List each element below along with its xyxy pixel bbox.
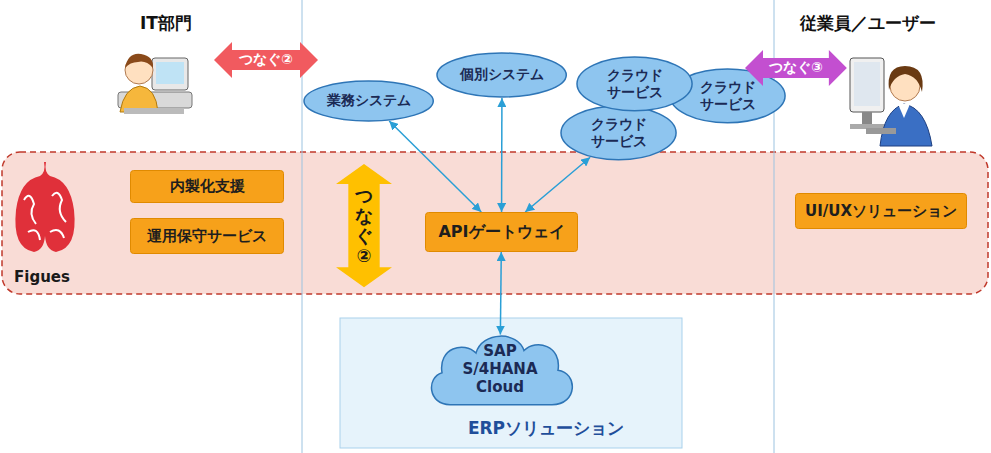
- connector-arrow: [389, 121, 481, 212]
- figues-band: Figues 内製化支援運用保守サービス つなぐ② APIゲートウェイ UI/UXソリュ…: [2, 152, 988, 294]
- api-gateway-box: APIゲートウェイ: [425, 212, 578, 252]
- connect-arrow-vertical: つなぐ②: [336, 164, 392, 287]
- erp-fill: [340, 318, 682, 448]
- node-text: 運用保守サービス: [147, 227, 267, 246]
- connector-arrow: [500, 252, 502, 335]
- node-text: UI/UXソリューション: [805, 202, 957, 221]
- user-label: 従業員／ユーザー: [800, 12, 936, 35]
- node-text: つなぐ③: [769, 59, 823, 77]
- node-text: Figues: [14, 268, 70, 286]
- cloud-service-ellipse: クラウド サービス: [576, 56, 693, 112]
- user-person-icon: [850, 58, 932, 146]
- service-box: 運用保守サービス: [130, 218, 284, 254]
- figues-logo: [15, 162, 74, 252]
- region-fills: [2, 152, 988, 448]
- node-text: 個別システム: [460, 66, 544, 84]
- node-text: ERPソリューション: [410, 417, 682, 440]
- erp-region: ERPソリューション SAP S/4HANA Cloud: [340, 318, 682, 448]
- node-text: つなぐ②: [239, 51, 293, 69]
- connector-arrow: [501, 98, 503, 212]
- service-box: 内製化支援: [130, 170, 284, 203]
- node-text: つなぐ②: [355, 186, 373, 265]
- node-text: クラウド サービス: [582, 116, 656, 150]
- node-text: クラウド サービス: [691, 79, 765, 113]
- connector-arrow: [525, 157, 590, 212]
- sap-cloud: SAP S/4HANA Cloud: [420, 326, 580, 412]
- connect-arrow: つなぐ②: [214, 42, 318, 78]
- solution-box: UI/UXソリューション: [795, 193, 967, 229]
- cloud-service-ellipse: クラウド サービス: [560, 105, 677, 161]
- node-text: クラウド サービス: [598, 67, 672, 101]
- it-person-icon: [118, 54, 192, 114]
- system-ellipse: 個別システム: [436, 52, 567, 98]
- node-text: APIゲートウェイ: [438, 222, 564, 243]
- node-text: 業務システム: [327, 92, 411, 110]
- system-ellipse: 業務システム: [303, 80, 434, 122]
- node-text: 内製化支援: [170, 177, 245, 196]
- connect-arrow: つなぐ③: [745, 50, 847, 86]
- band-fill: [2, 152, 988, 294]
- department-label: IT部門: [140, 12, 192, 35]
- node-text: SAP S/4HANA Cloud: [457, 342, 543, 396]
